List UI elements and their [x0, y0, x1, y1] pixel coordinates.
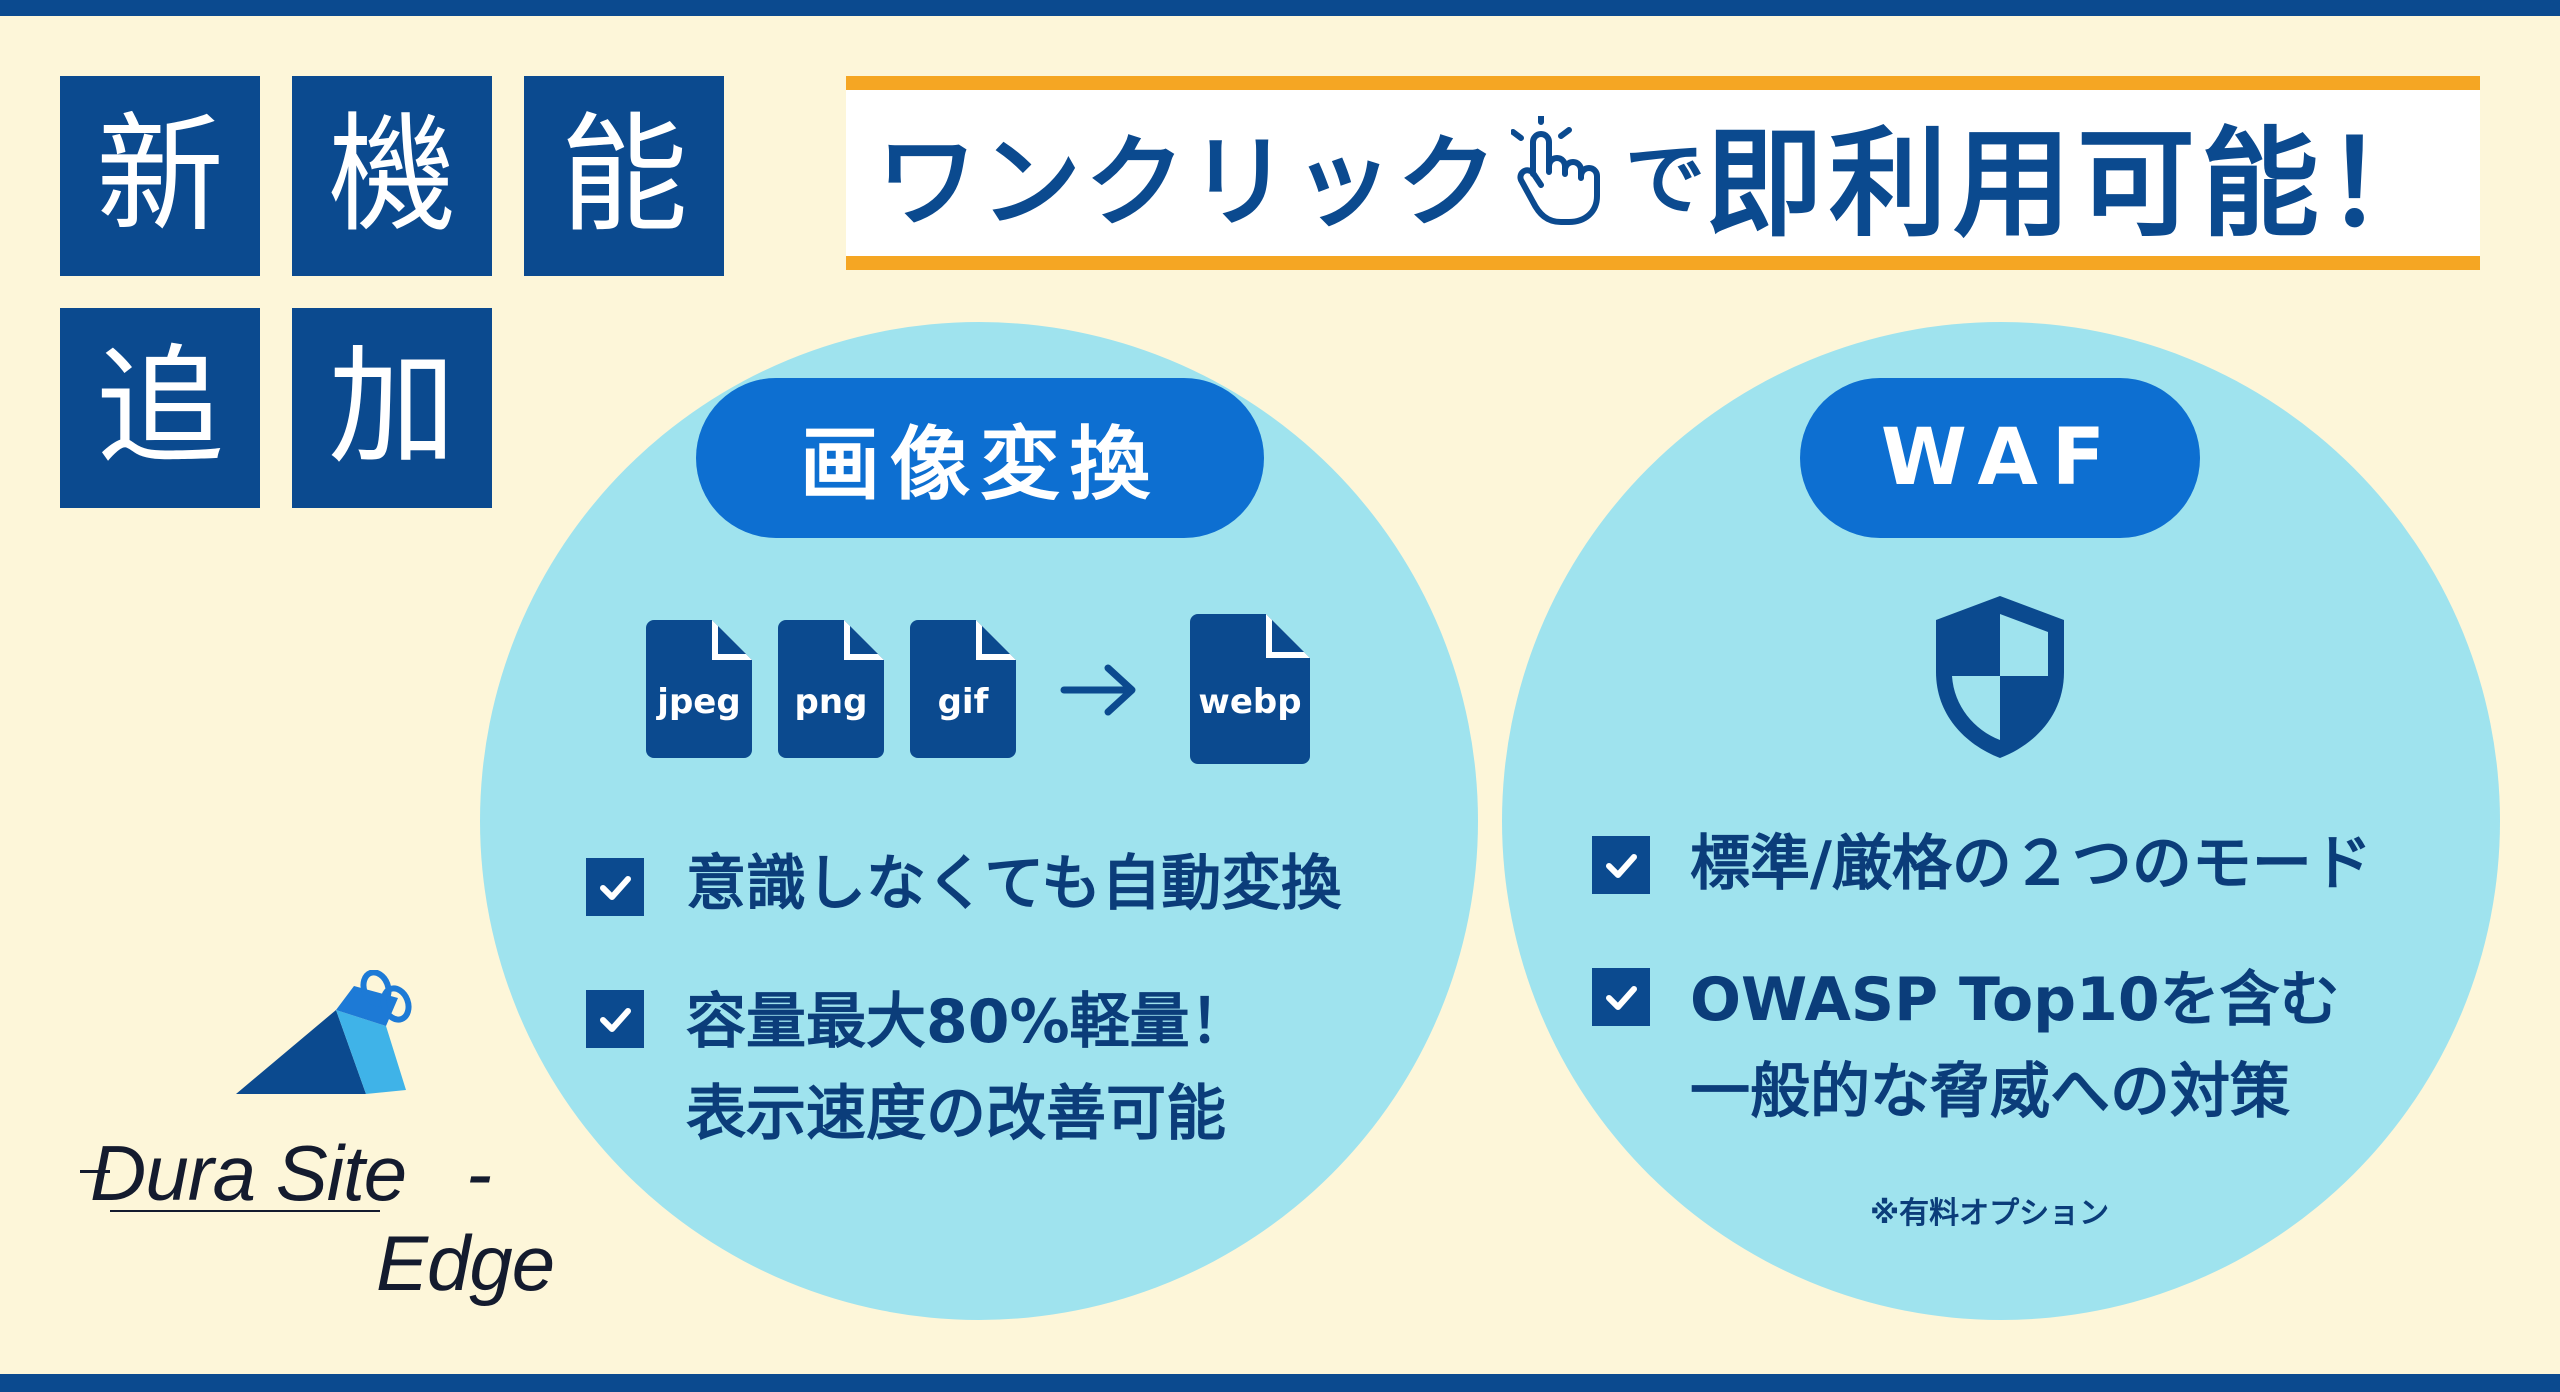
check-icon	[1592, 836, 1650, 894]
bottom-border	[0, 1374, 2560, 1392]
image-item-2-line-1: 容量最大80%軽量！	[686, 987, 1250, 1057]
pointing-hand-icon	[1509, 111, 1611, 230]
check-icon	[586, 990, 644, 1048]
waf-item-2-line-2: 一般的な脅威への対策	[1690, 1057, 2290, 1127]
gif-file-icon: gif	[910, 620, 1016, 758]
headline-banner: ワンクリック で 即利用可能！	[846, 76, 2480, 270]
logo-line-1: Dura Site	[90, 1129, 407, 1217]
gif-label: gif	[937, 682, 989, 722]
logo-line-2: Edge	[376, 1219, 555, 1307]
paid-option-note: ※有料オプション	[1870, 1196, 2110, 1231]
tile-shin: 新	[60, 76, 260, 276]
headline-main: 即利用可能！	[1704, 114, 2449, 253]
image-item-1: 意識しなくても自動変換	[686, 849, 1342, 919]
logo-underline	[110, 1210, 380, 1212]
check-icon	[1592, 968, 1650, 1026]
webp-file-icon: webp	[1190, 614, 1310, 764]
jpeg-file-icon: jpeg	[646, 620, 752, 758]
headline-lead: ワンクリック	[876, 123, 1501, 241]
shield-icon	[1930, 592, 2070, 766]
waf-title: WAF	[1800, 378, 2200, 538]
check-icon	[586, 858, 644, 916]
headline-particle: で	[1624, 133, 1705, 226]
top-border	[0, 0, 2560, 16]
jpeg-label: jpeg	[657, 682, 741, 722]
arrow-right-icon	[1060, 660, 1140, 724]
png-file-icon: png	[778, 620, 884, 758]
waf-item-1: 標準/厳格の２つのモード	[1690, 829, 2372, 899]
image-conversion-title: 画像変換	[696, 378, 1264, 538]
png-label: png	[794, 682, 868, 722]
tile-ka: 加	[292, 308, 492, 508]
image-item-2-line-2: 表示速度の改善可能	[686, 1079, 1226, 1149]
logo-dash: -	[466, 1129, 492, 1217]
logo-mark	[236, 969, 446, 1114]
logo-line-decoration	[80, 1170, 110, 1173]
tile-nou: 能	[524, 76, 724, 276]
webp-label: webp	[1198, 682, 1302, 722]
tile-ki: 機	[292, 76, 492, 276]
waf-item-2-line-1: OWASP Top10を含む	[1690, 965, 2340, 1035]
tile-tsui: 追	[60, 308, 260, 508]
